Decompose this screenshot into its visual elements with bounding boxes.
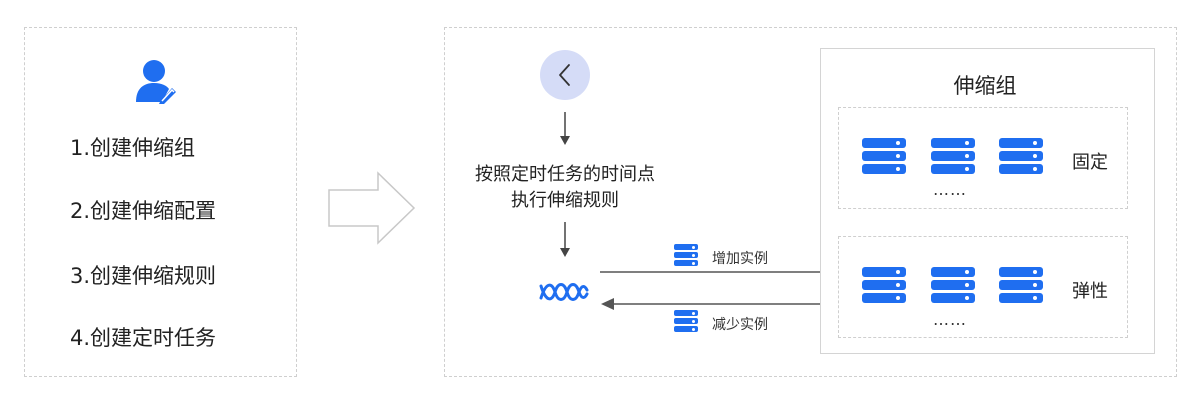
decrease-arrow bbox=[601, 298, 838, 310]
clock-back-icon bbox=[540, 50, 590, 100]
scaling-group-box bbox=[820, 48, 1155, 354]
step-1: 1.创建伸缩组 bbox=[70, 136, 196, 160]
elastic-instances-box bbox=[838, 236, 1128, 338]
fixed-instances-box bbox=[838, 107, 1128, 209]
group-title: 伸缩组 bbox=[953, 74, 1017, 98]
flow-text-line1: 按照定时任务的时间点 bbox=[475, 164, 655, 185]
steps-panel bbox=[24, 27, 297, 377]
server-icon bbox=[862, 267, 906, 306]
flow-text-line2: 执行伸缩规则 bbox=[511, 190, 619, 211]
step-3: 3.创建伸缩规则 bbox=[70, 264, 217, 288]
elastic-ellipsis: …… bbox=[933, 310, 967, 329]
down-arrow-1 bbox=[560, 112, 570, 145]
increase-label: 增加实例 bbox=[712, 251, 768, 267]
fixed-ellipsis: …… bbox=[933, 180, 967, 199]
server-icon bbox=[674, 244, 698, 268]
scaling-wave-icon bbox=[539, 283, 589, 301]
server-icon bbox=[999, 267, 1043, 306]
user-edit-icon bbox=[136, 60, 176, 104]
server-icon bbox=[674, 310, 698, 334]
decrease-label: 减少实例 bbox=[712, 317, 768, 333]
step-2: 2.创建伸缩配置 bbox=[70, 199, 217, 223]
server-icon bbox=[999, 138, 1043, 177]
step-4: 4.创建定时任务 bbox=[70, 326, 217, 350]
server-icon bbox=[931, 138, 975, 177]
server-icon bbox=[862, 138, 906, 177]
process-panel bbox=[444, 27, 1177, 377]
server-icon bbox=[931, 267, 975, 306]
elastic-label: 弹性 bbox=[1072, 281, 1108, 302]
big-right-arrow-icon bbox=[328, 171, 416, 245]
down-arrow-2 bbox=[560, 222, 570, 257]
fixed-label: 固定 bbox=[1072, 152, 1108, 173]
